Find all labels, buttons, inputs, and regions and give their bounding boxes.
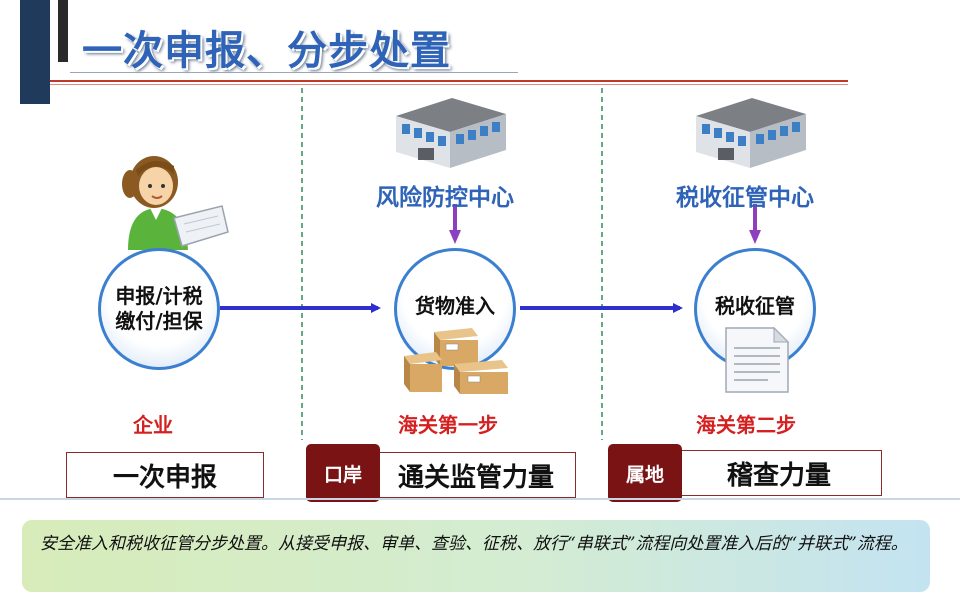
enterprise-circle-line-2: 缴付/担保	[115, 309, 203, 333]
tax-center-label: 税收征管中心	[676, 185, 814, 211]
customs-step-2-caption: 海关第二步	[696, 413, 796, 437]
bottom-divider	[0, 498, 960, 500]
tax-circle: 税收征管	[694, 248, 816, 370]
page-title: 一次申报、分步处置	[82, 28, 451, 74]
building-icon	[696, 98, 806, 168]
document-icon	[725, 326, 790, 393]
cardboard-boxes-icon	[404, 328, 508, 394]
port-tag: 口岸	[306, 444, 380, 502]
single-declaration-box: 一次申报	[66, 452, 264, 498]
header-side-bar	[20, 0, 50, 104]
header-accent-bar	[58, 0, 68, 62]
header-rule	[50, 80, 848, 82]
enterprise-caption: 企业	[133, 413, 173, 437]
enterprise-circle-line-1: 申报/计税	[115, 284, 203, 308]
local-tag: 属地	[608, 444, 682, 502]
summary-note-text: 安全准入和税收征管分步处置。从接受申报、审单、查验、征税、放行“串联式”流程向处…	[40, 534, 908, 554]
local-audit-box: 稽查力量	[676, 450, 882, 496]
building-icon	[396, 98, 506, 168]
summary-note: 安全准入和税收征管分步处置。从接受申报、审单、查验、征税、放行“串联式”流程向处…	[22, 520, 930, 592]
tax-circle-label: 税收征管	[715, 293, 795, 318]
header-rule-thin	[50, 84, 848, 85]
port-control-box: 通关监管力量	[376, 452, 576, 498]
title-underline	[70, 72, 518, 73]
cargo-circle-label: 货物准入	[415, 293, 495, 318]
enterprise-circle: 申报/计税 缴付/担保	[98, 248, 220, 370]
risk-center-label: 风险防控中心	[376, 185, 514, 211]
person-icon	[122, 156, 229, 250]
customs-step-1-caption: 海关第一步	[398, 413, 498, 437]
